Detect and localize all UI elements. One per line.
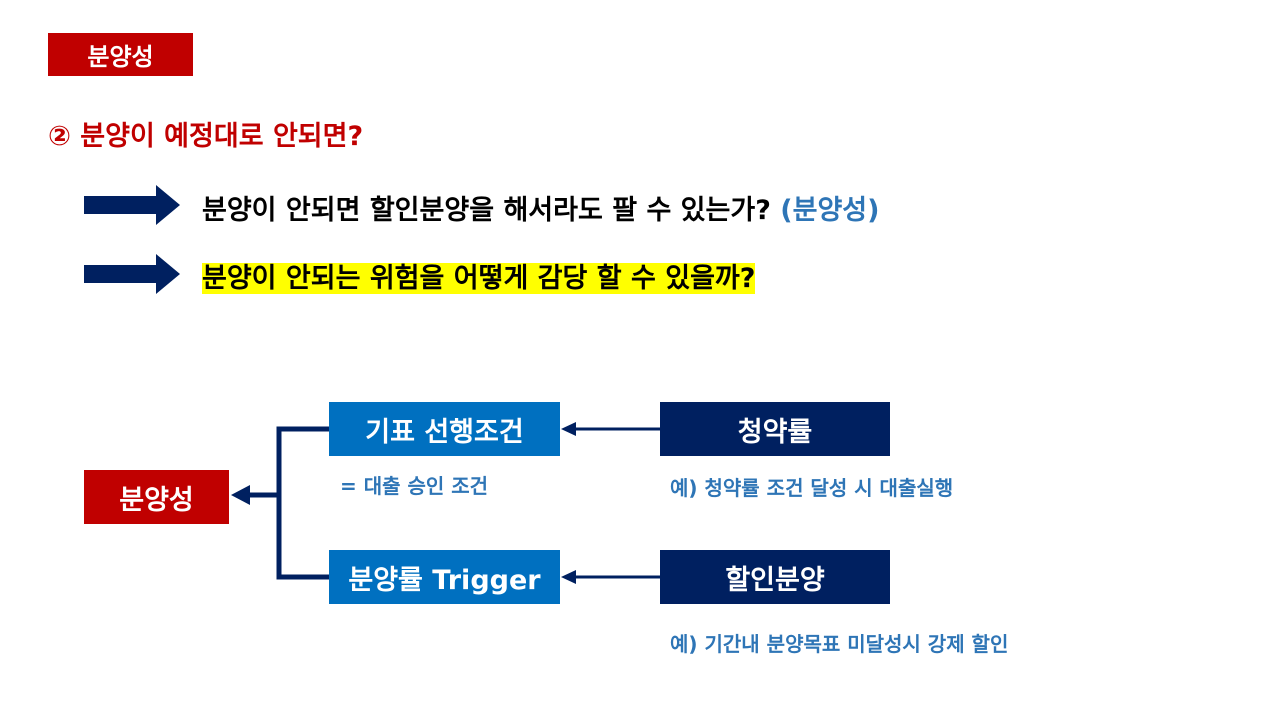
note-condition-top: = 대출 승인 조건 xyxy=(340,474,489,498)
note-source-bottom: 예) 기간내 분양목표 미달성시 강제 할인 xyxy=(670,632,1009,656)
arrowhead-to-root xyxy=(231,485,250,505)
section-heading: ② 분양이 예정대로 안되면? xyxy=(48,121,364,152)
question-1-accent: (분양성) xyxy=(780,195,880,226)
section-tag: 분양성 xyxy=(48,33,193,76)
question-1-text: 분양이 안되면 할인분양을 해서라도 팔 수 있는가? xyxy=(202,195,781,226)
right-arrow-icon xyxy=(84,254,180,294)
arrowhead-to-condition-top xyxy=(561,422,576,436)
source-box-bottom: 할인분양 xyxy=(660,550,890,604)
question-2-highlighted-text: 분양이 안되는 위험을 어떻게 감당 할 수 있을까? xyxy=(202,263,756,294)
question-2: 분양이 안되는 위험을 어떻게 감당 할 수 있을까? xyxy=(202,256,756,295)
condition-box-bottom: 분양률 Trigger xyxy=(329,550,560,604)
note-source-top: 예) 청약률 조건 달성 시 대출실행 xyxy=(670,476,954,500)
right-arrow-icon xyxy=(84,185,180,225)
condition-box-top: 기표 선행조건 xyxy=(329,402,560,456)
arrowhead-to-condition-bottom xyxy=(561,570,576,584)
root-box: 분양성 xyxy=(84,470,229,524)
source-box-top: 청약률 xyxy=(660,402,890,456)
question-1: 분양이 안되면 할인분양을 해서라도 팔 수 있는가? (분양성) xyxy=(202,188,879,227)
